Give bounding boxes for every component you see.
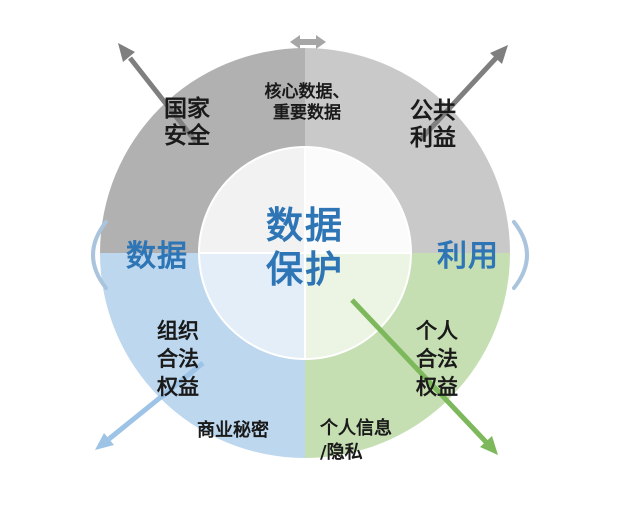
center-title: 数据 保护: [230, 204, 380, 292]
label-personal-info-privacy: 个人信息 /隐私: [320, 417, 392, 465]
label-data: 数据: [107, 240, 207, 274]
arrow-bottom-right-head: [480, 436, 498, 455]
label-trade-secret: 商业秘密: [197, 419, 269, 443]
arrow-top-left: [118, 43, 198, 144]
label-line: 组织: [157, 319, 199, 343]
label-line: 利益: [410, 125, 456, 151]
arrow-bottom-left: [95, 361, 205, 450]
label-core-important-data: 核心数据、 重要数据: [237, 82, 377, 124]
arrow-top-left-shaft: [128, 56, 198, 144]
label-public-interest: 公共 利益: [383, 98, 483, 152]
label-personal-rights: 个人 合法 权益: [389, 317, 485, 401]
label-line: 个人信息: [320, 418, 392, 439]
label-line: 核心数据、: [264, 82, 350, 102]
label-line: 权益: [157, 375, 199, 399]
left-bracket-icon: [91, 220, 108, 290]
label-national-security: 国家 安全: [137, 96, 237, 150]
arrow-bottom-right: [350, 298, 498, 455]
label-line: 重要数据: [273, 103, 341, 123]
label-line: 安全: [164, 123, 210, 149]
arrow-top-right-shaft: [418, 56, 498, 142]
label-organization-rights: 组织 合法 权益: [130, 317, 226, 401]
label-line: 权益: [416, 375, 458, 399]
arrow-bottom-left-head: [95, 433, 114, 450]
label-line: 合法: [416, 347, 458, 371]
arrow-bottom-left-shaft: [107, 361, 205, 441]
arrow-top-right: [418, 45, 508, 142]
label-line: 数据: [126, 239, 188, 274]
label-line: 国家: [164, 96, 210, 122]
label-line: 数据: [266, 204, 344, 247]
label-line: 保护: [266, 248, 344, 291]
label-line: 合法: [157, 347, 199, 371]
label-line: 商业秘密: [197, 420, 269, 441]
label-line: /隐私: [320, 442, 363, 463]
right-bracket-icon: [512, 220, 529, 290]
double-arrow-icon: [290, 35, 326, 49]
arrow-top-left-head: [118, 43, 135, 62]
label-line: 公共: [410, 98, 456, 124]
label-utilization: 利用: [418, 240, 518, 274]
label-line: 利用: [437, 239, 499, 274]
arrow-top-right-head: [490, 45, 508, 64]
inner-quadrant-top-right: [304, 145, 413, 254]
double-arrow-right-head: [316, 35, 326, 49]
label-line: 个人: [416, 319, 458, 343]
inner-quadrant-top-left: [197, 145, 306, 254]
double-arrow-left-head: [290, 35, 300, 49]
arrow-bottom-right-shaft: [350, 298, 488, 444]
inner-quadrant-bottom-left: [197, 252, 306, 361]
